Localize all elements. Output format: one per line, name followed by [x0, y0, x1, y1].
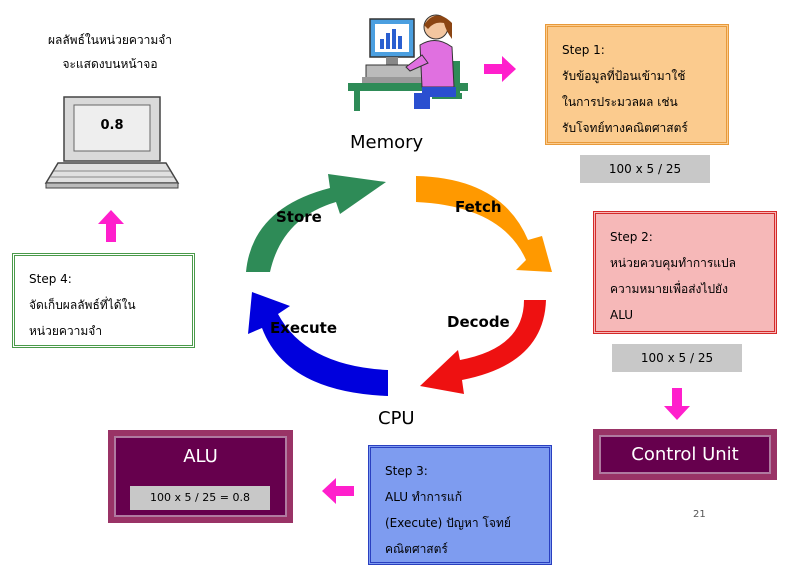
arrow-down-icon [664, 388, 690, 420]
result-caption: ผลลัพธ์ในหน่วยความจำ จะแสดงบนหน้าจอ [20, 28, 200, 76]
decode-arrow [420, 300, 546, 394]
step2-title: Step 2: [610, 230, 653, 244]
store-arrow [246, 174, 386, 272]
step2-line1: หน่วยควบคุมทำการแปล [610, 256, 737, 270]
step4-line2: หน่วยความจำ [29, 324, 103, 338]
fetch-arrow [416, 176, 552, 272]
store-label: Store [276, 208, 322, 226]
step2-line2: ความหมายเพื่อส่งไปยัง [610, 282, 728, 296]
step1-line3: รับโจทย์ทางคณิตศาสตร์ [562, 121, 688, 135]
screen-value: 0.8 [100, 118, 124, 133]
step2-line3: ALU [610, 308, 634, 322]
step3-line1: ALU ทำการแก้ [385, 490, 462, 504]
instruction-cycle-diagram [246, 174, 552, 396]
execute-arrow [248, 292, 388, 396]
person-at-computer-icon [348, 14, 468, 111]
alu-label: ALU [183, 446, 218, 467]
laptop-icon [44, 96, 180, 189]
step3-box: Step 3: ALU ทำการแก้ (Execute) ปัญหา โจท… [368, 445, 552, 565]
decode-label: Decode [447, 313, 510, 331]
step3-line2: (Execute) ปัญหา โจทย์ [385, 516, 511, 530]
alu-box: ALU 100 x 5 / 25 = 0.8 [108, 430, 293, 523]
fetch-label: Fetch [455, 198, 502, 216]
memory-label: Memory [350, 132, 424, 153]
step4-box: Step 4: จัดเก็บผลลัพธ์ที่ได้ใน หน่วยความ… [12, 253, 195, 348]
cpu-label: CPU [378, 408, 415, 429]
control-unit-box: Control Unit [593, 429, 777, 480]
step1-line1: รับข้อมูลที่ป้อนเข้ามาใช้ [562, 69, 686, 83]
execute-label: Execute [270, 319, 338, 337]
arrow-up-icon [98, 210, 124, 242]
step4-title: Step 4: [29, 272, 72, 286]
step1-line2: ในการประมวลผล เช่น [562, 95, 678, 109]
result-caption-line1: ผลลัพธ์ในหน่วยความจำ [47, 33, 173, 47]
step3-title: Step 3: [385, 464, 428, 478]
page-number: 21 [693, 509, 706, 520]
result-caption-line2: จะแสดงบนหน้าจอ [62, 57, 158, 71]
arrow-right-icon [484, 56, 516, 82]
alu-expression: 100 x 5 / 25 = 0.8 [130, 486, 270, 510]
step1-box: Step 1: รับข้อมูลที่ป้อนเข้ามาใช้ ในการป… [545, 24, 729, 145]
step3-line3: คณิตศาสตร์ [385, 542, 448, 556]
arrow-left-icon [322, 478, 354, 504]
step1-expression: 100 x 5 / 25 [580, 155, 710, 183]
step1-title: Step 1: [562, 43, 605, 57]
control-unit-label: Control Unit [631, 444, 739, 465]
step4-line1: จัดเก็บผลลัพธ์ที่ได้ใน [29, 298, 136, 312]
step2-expression: 100 x 5 / 25 [612, 344, 742, 372]
step2-box: Step 2: หน่วยควบคุมทำการแปล ความหมายเพื่… [593, 211, 777, 334]
